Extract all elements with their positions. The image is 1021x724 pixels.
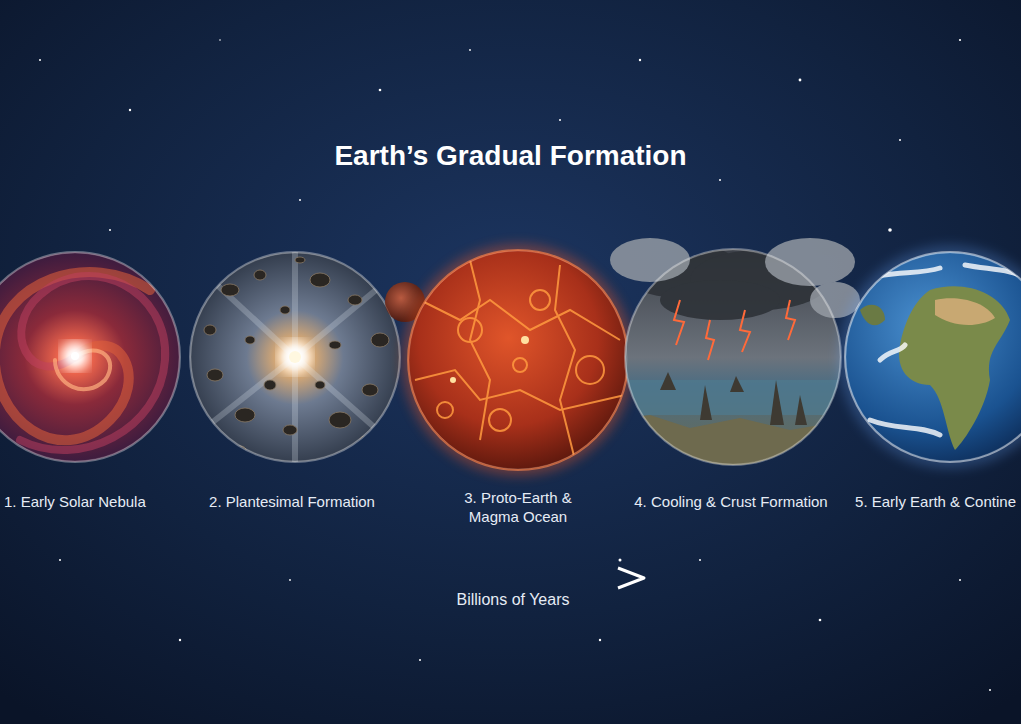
circle-outline bbox=[191, 253, 399, 461]
stage-label: 1. Early Solar Nebula bbox=[4, 492, 146, 511]
stage-circle: 5. Early Earth & Contine bbox=[845, 252, 1021, 462]
circle-outline bbox=[846, 253, 1021, 461]
axis-label: Billions of Years bbox=[457, 591, 570, 609]
stage-circle: 1. Early Solar Nebula bbox=[0, 252, 180, 462]
stage-label: 5. Early Earth & Contine bbox=[855, 492, 1016, 511]
circle-outline bbox=[0, 252, 180, 462]
circle-outline bbox=[409, 251, 627, 469]
circle-outline bbox=[190, 252, 400, 462]
title-text: Earth’s Gradual Formation bbox=[0, 140, 1021, 172]
circle-outline bbox=[0, 253, 179, 461]
circle-outline bbox=[845, 252, 1021, 462]
circle-outline bbox=[626, 250, 840, 464]
circle-outline bbox=[625, 249, 841, 465]
circle-outline bbox=[408, 250, 628, 470]
stage-label: 3. Proto-Earth & Magma Ocean bbox=[443, 488, 593, 526]
stage-circle: 2. Plantesimal Formation bbox=[190, 252, 400, 462]
stage-label: 4. Cooling & Crust Formation bbox=[634, 492, 827, 511]
stage-label: 2. Plantesimal Formation bbox=[209, 492, 375, 511]
stage-circle: 4. Cooling & Crust Formation bbox=[625, 249, 841, 465]
stage-circle: 3. Proto-Earth & Magma Ocean bbox=[408, 250, 628, 470]
